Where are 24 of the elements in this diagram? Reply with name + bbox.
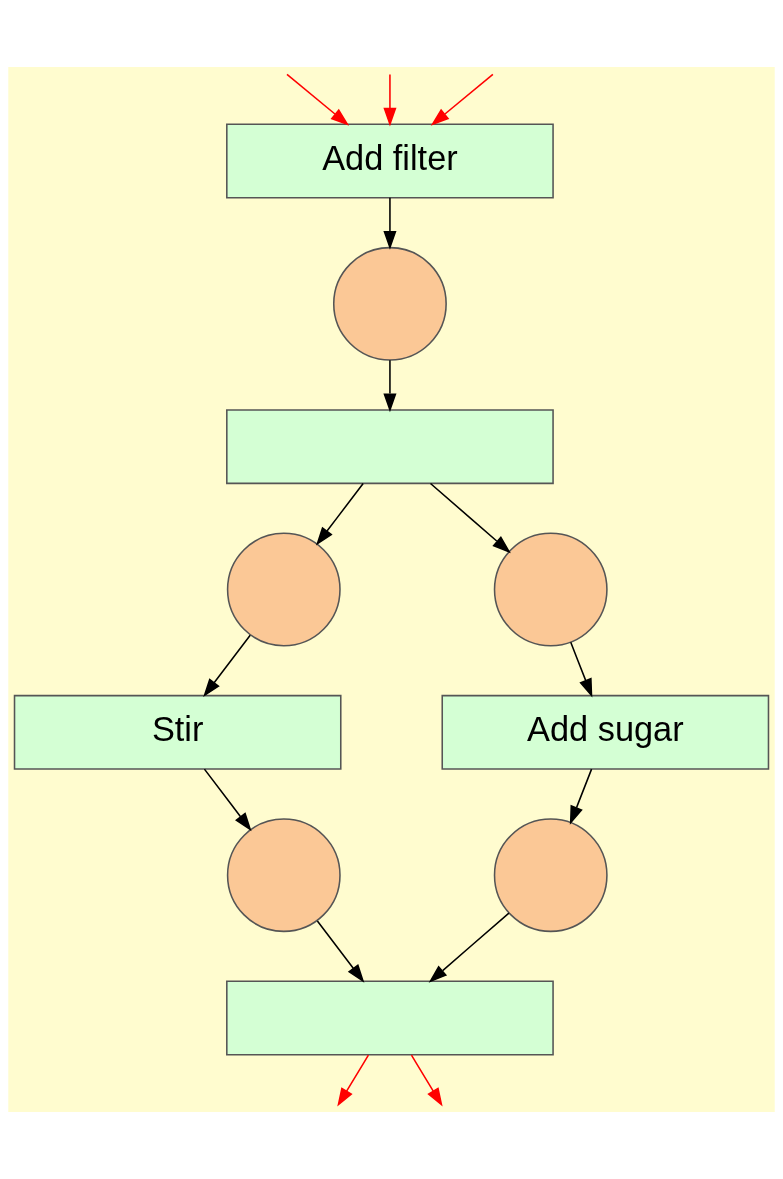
arrow xyxy=(429,482,511,554)
node-box: Add sugar xyxy=(441,694,770,770)
arrow xyxy=(203,634,251,698)
node-circle xyxy=(493,818,608,933)
arrow xyxy=(315,482,364,546)
arrow xyxy=(569,641,593,698)
arrow xyxy=(383,359,397,413)
node-circle xyxy=(226,818,341,933)
arrow xyxy=(316,920,365,983)
arrow xyxy=(430,73,494,126)
arrow xyxy=(410,1054,443,1107)
arrow xyxy=(286,73,350,126)
node-box: Stir xyxy=(13,694,342,770)
arrow xyxy=(569,768,593,825)
node-circle xyxy=(332,246,447,361)
node-box xyxy=(226,409,554,485)
arrow xyxy=(203,768,252,832)
node-box: Add filter xyxy=(226,123,554,199)
arrow xyxy=(428,912,510,983)
arrow xyxy=(383,73,397,127)
node-box xyxy=(226,980,554,1056)
arrow xyxy=(337,1054,370,1107)
node-circle xyxy=(226,532,341,647)
arrow xyxy=(383,197,397,250)
